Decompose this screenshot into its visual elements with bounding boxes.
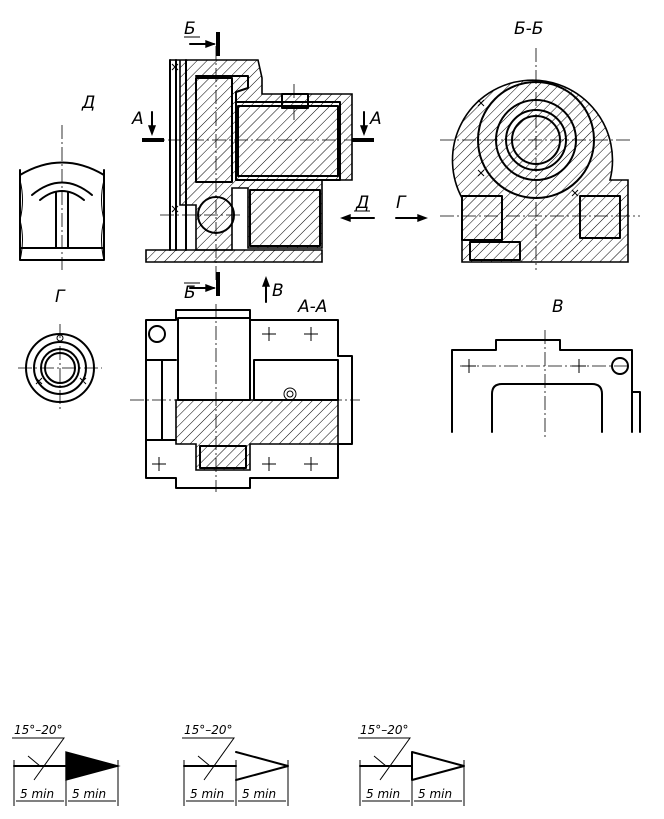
dim-left-3: 5 min	[366, 787, 400, 801]
section-bb-label: Б-Б	[514, 19, 543, 39]
view-d: Д	[19, 93, 105, 270]
cut-a-right-label: А	[369, 109, 382, 129]
cut-b-bottom-label: Б	[184, 283, 196, 303]
section-bb: Б-Б	[440, 19, 640, 270]
dim-right-1: 5 min	[72, 787, 106, 801]
arrow-g-label: Г	[396, 193, 407, 213]
arrow-d-label: Д	[355, 193, 369, 213]
dim-left-1: 5 min	[20, 787, 54, 801]
view-g: Г	[18, 287, 102, 410]
view-v-label: В	[552, 297, 564, 317]
angle-label-2: 15°–20°	[184, 723, 233, 737]
dim-left-2: 5 min	[190, 787, 224, 801]
section-aa-label: А-А	[297, 297, 327, 317]
cut-b-top-label: Б	[184, 19, 196, 39]
view-d-label: Д	[81, 93, 95, 113]
arrow-v-label: В	[272, 281, 284, 301]
arrow-example-outlined: 15°–20° 5 min 5 min	[358, 723, 465, 806]
view-g-label: Г	[55, 287, 66, 307]
angle-label-3: 15°–20°	[360, 723, 409, 737]
angle-label-1: 15°–20°	[14, 723, 63, 737]
arrow-example-filled: 15°–20° 5 min 5 min	[12, 723, 121, 806]
main-section: Б А А Б В Д Г	[131, 19, 428, 303]
dim-right-2: 5 min	[242, 787, 276, 801]
arrow-example-open: 15°–20° 5 min 5 min	[182, 723, 289, 806]
view-v: В	[451, 297, 641, 440]
cut-a-left-label: А	[131, 109, 144, 129]
dim-right-3: 5 min	[418, 787, 452, 801]
section-aa: А-А	[130, 297, 360, 492]
